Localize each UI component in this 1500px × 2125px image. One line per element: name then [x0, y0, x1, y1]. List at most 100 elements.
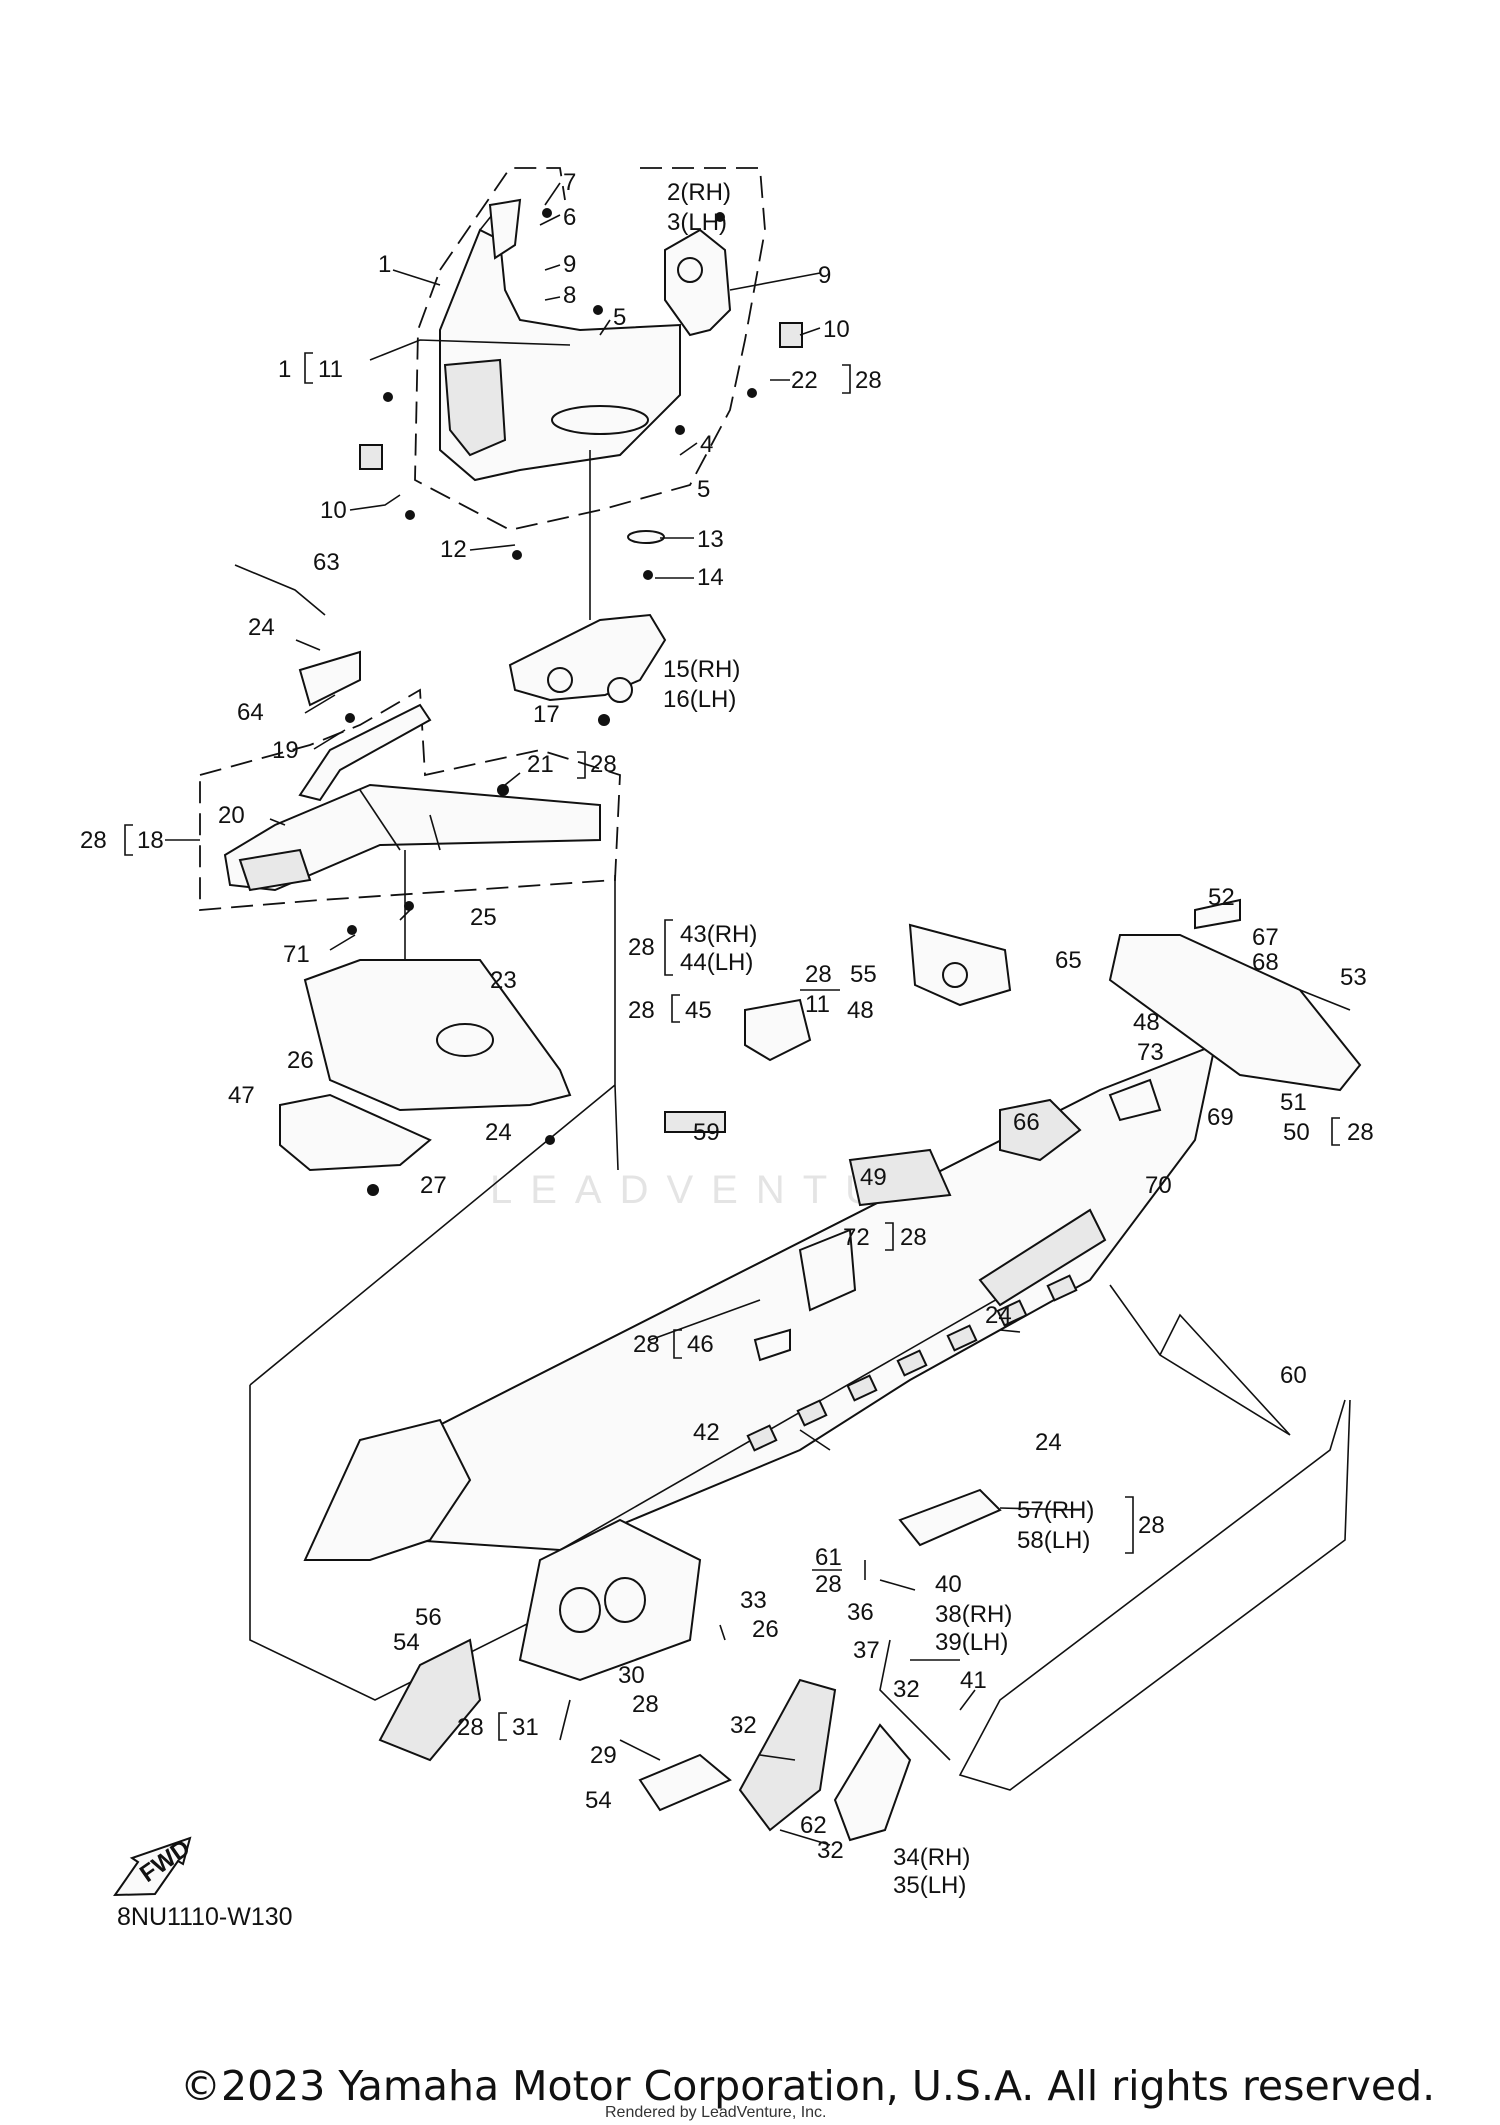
label-30: 30: [618, 1662, 645, 1689]
label-10: 10: [823, 316, 850, 343]
label-71: 71: [283, 941, 310, 968]
small-fasteners: [359, 208, 803, 726]
wire-63-part[interactable]: [234, 564, 326, 616]
label-42: 42: [693, 1419, 720, 1446]
label-46: 46: [687, 1331, 714, 1358]
label-15rh: 15(RH): [663, 656, 740, 683]
label-5: 5: [697, 476, 710, 503]
label-28: 28: [632, 1691, 659, 1718]
label-13: 13: [697, 526, 724, 553]
label-9: 9: [563, 251, 576, 278]
cover-47-part[interactable]: [279, 1093, 432, 1172]
front-frame-part[interactable]: [439, 198, 681, 482]
label-28: 28: [628, 934, 655, 961]
label-25: 25: [470, 904, 497, 931]
label-67: 67: [1252, 924, 1279, 951]
label-50: 50: [1283, 1119, 1310, 1146]
label-18: 18: [137, 827, 164, 854]
label-10: 10: [320, 497, 347, 524]
label-28: 28: [815, 1571, 842, 1598]
label-61: 61: [815, 1544, 842, 1571]
tunnel-outline-box: [249, 875, 1291, 1701]
label-43rh: 43(RH): [680, 921, 757, 948]
label-28: 28: [805, 961, 832, 988]
label-27: 27: [420, 1172, 447, 1199]
label-37: 37: [853, 1637, 880, 1664]
bracket-2-3-part[interactable]: [664, 228, 732, 337]
label-14: 14: [697, 564, 724, 591]
diagram-code: 8NU1110-W130: [117, 1903, 293, 1931]
label-33: 33: [740, 1587, 767, 1614]
label-24: 24: [1035, 1429, 1062, 1456]
label-54: 54: [393, 1629, 420, 1656]
label-6: 6: [563, 204, 576, 231]
bracket-64-part[interactable]: [298, 650, 361, 707]
label-66: 66: [1013, 1109, 1040, 1136]
label-59: 59: [693, 1119, 720, 1146]
label-1: 1: [378, 251, 391, 278]
front-frame-boundary: [414, 167, 766, 531]
label-58lh: 58(LH): [1017, 1527, 1090, 1554]
label-28: 28: [900, 1224, 927, 1251]
label-53: 53: [1340, 964, 1367, 991]
front-crossmember-15-16-part[interactable]: [508, 613, 667, 703]
label-28: 28: [590, 751, 617, 778]
label-55: 55: [850, 961, 877, 988]
suspension-frame-boundary: [199, 688, 621, 911]
label-24: 24: [985, 1302, 1012, 1329]
label-54: 54: [585, 1787, 612, 1814]
label-73: 73: [1137, 1039, 1164, 1066]
label-22: 22: [791, 367, 818, 394]
label-24: 24: [485, 1119, 512, 1146]
label-5: 5: [613, 304, 626, 331]
label-28: 28: [855, 367, 882, 394]
label-51: 51: [1280, 1089, 1307, 1116]
label-20: 20: [218, 802, 245, 829]
label-34rh: 34(RH): [893, 1844, 970, 1871]
label-39lh: 39(LH): [935, 1629, 1008, 1656]
label-17: 17: [533, 701, 560, 728]
label-32: 32: [893, 1676, 920, 1703]
label-60: 60: [1280, 1362, 1307, 1389]
rear-bracket-55-part[interactable]: [908, 923, 1012, 1007]
label-56: 56: [415, 1604, 442, 1631]
label-35lh: 35(LH): [893, 1872, 966, 1899]
label-23: 23: [490, 967, 517, 994]
rear-parts-mid[interactable]: [664, 998, 1162, 1362]
label-28: 28: [1347, 1119, 1374, 1146]
suspension-frame-part[interactable]: [223, 703, 601, 892]
label-48: 48: [1133, 1009, 1160, 1036]
footrest-parts[interactable]: [638, 1488, 1002, 1842]
label-8: 8: [563, 282, 576, 309]
label-41: 41: [960, 1667, 987, 1694]
label-72: 72: [843, 1224, 870, 1251]
label-28: 28: [80, 827, 107, 854]
label-24: 24: [248, 614, 275, 641]
label-57rh: 57(RH): [1017, 1497, 1094, 1524]
label-32: 32: [817, 1837, 844, 1864]
label-28: 28: [633, 1331, 660, 1358]
rear-tail-part[interactable]: [1108, 898, 1362, 1092]
label-9: 9: [818, 262, 831, 289]
leader-lines-upper: [349, 182, 821, 620]
label-65: 65: [1055, 947, 1082, 974]
label-7: 7: [563, 169, 576, 196]
label-16lh: 16(LH): [663, 686, 736, 713]
label-28: 28: [1138, 1512, 1165, 1539]
grab-bar-60-part[interactable]: [958, 1399, 1351, 1791]
part-56[interactable]: [378, 1638, 482, 1762]
label-26: 26: [287, 1047, 314, 1074]
skid-plate-23-part[interactable]: [303, 959, 572, 1112]
label-2rh: 2(RH): [667, 179, 731, 206]
label-62: 62: [800, 1812, 827, 1839]
label-45: 45: [685, 997, 712, 1024]
suspension-fasteners: [345, 713, 555, 1196]
label-48: 48: [847, 997, 874, 1024]
label-11: 11: [318, 356, 343, 383]
label-64: 64: [237, 699, 264, 726]
fwd-arrow-icon: FWD: [113, 1834, 195, 1897]
label-49: 49: [860, 1164, 887, 1191]
bulkhead-side-part[interactable]: [303, 1418, 702, 1682]
label-11: 11: [805, 991, 830, 1018]
tunnel-side-diamonds: [746, 1274, 1078, 1452]
